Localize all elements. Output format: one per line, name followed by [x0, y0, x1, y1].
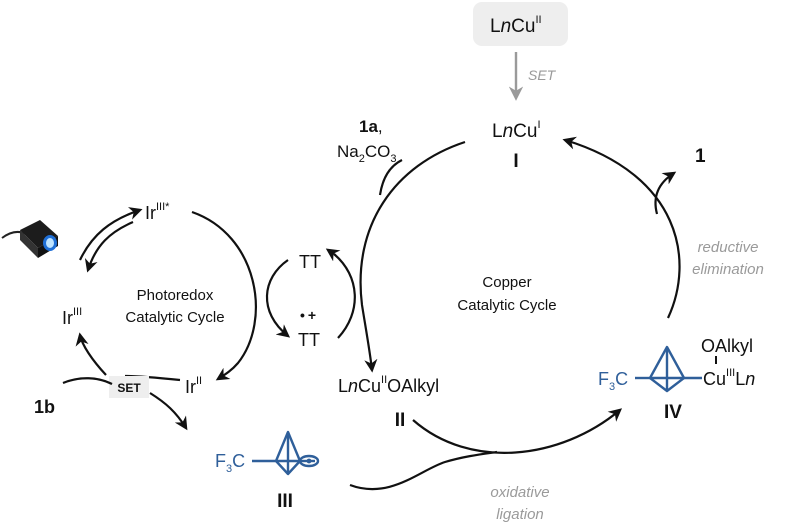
copper-arc-left [359, 140, 466, 373]
lncu2-box [473, 2, 568, 46]
tt-label: TT [299, 252, 321, 272]
photoredox-arc-left [75, 332, 107, 376]
set-top-label: SET [528, 67, 557, 83]
product-1: 1 [695, 146, 706, 167]
copper-label-2: Catalytic Cycle [457, 297, 556, 314]
roman-IV: IV [664, 402, 682, 423]
copper-arc-right [562, 136, 681, 319]
product-1-arrow [654, 171, 677, 215]
roman-I: I [513, 151, 518, 172]
oxidative-label-1: oxidative [490, 484, 549, 501]
photoredox-label-1: Photoredox [137, 287, 214, 304]
ir3-star-label: IrIII* [145, 201, 170, 223]
ir2-label: IrII [185, 375, 202, 397]
lncu1-label: LnCuI [492, 119, 541, 142]
photoredox-arc-right [191, 210, 257, 381]
oxidative-branch [349, 450, 498, 491]
roman-III: III [277, 491, 293, 512]
reductive-label-2: elimination [692, 261, 764, 278]
relaxation-arrow [84, 220, 134, 273]
radical-III-cf3: F3C [215, 451, 245, 475]
complex-IV-cf3: F3C [598, 369, 628, 393]
complex-IV-cu: CuIIILn [703, 367, 755, 389]
set-box [109, 376, 149, 398]
set-to-radical-arrow [149, 392, 188, 431]
excitation-arrow [79, 207, 143, 261]
ttradical-to-tt-right [333, 253, 356, 339]
bcp-cu-structure [635, 345, 702, 393]
oxidative-label-2: ligation [496, 506, 544, 523]
reductive-label-1: reductive [698, 239, 759, 256]
roman-II: II [395, 410, 406, 431]
reagent-1a: 1a, [359, 117, 383, 136]
copper-arc-bottom [412, 408, 623, 454]
lamp-icon [1, 220, 58, 258]
tt-arrowhead [325, 248, 341, 262]
tt-radical-label: TT [298, 330, 320, 350]
ir3-label: IrIII [62, 306, 82, 328]
set-box-label: SET [117, 381, 141, 395]
lncu2-oalkyl-label: LnCuIIOAlkyl [338, 374, 439, 396]
bcp-radical-structure [252, 430, 320, 476]
reagent-1a-branch [378, 159, 403, 196]
tt-to-ttradical-arrow [265, 259, 291, 338]
tt-radical-sign: •+ [300, 307, 316, 323]
reagent-1b-line [62, 377, 113, 385]
copper-label-1: Copper [482, 274, 531, 291]
reagent-1b: 1b [34, 397, 55, 417]
lncu2-label: LnCuII [490, 14, 542, 37]
complex-IV-oalkyl: OAlkyl [701, 336, 753, 356]
reagent-na2co3: Na2CO3 [337, 142, 396, 165]
photoredox-label-2: Catalytic Cycle [125, 309, 224, 326]
